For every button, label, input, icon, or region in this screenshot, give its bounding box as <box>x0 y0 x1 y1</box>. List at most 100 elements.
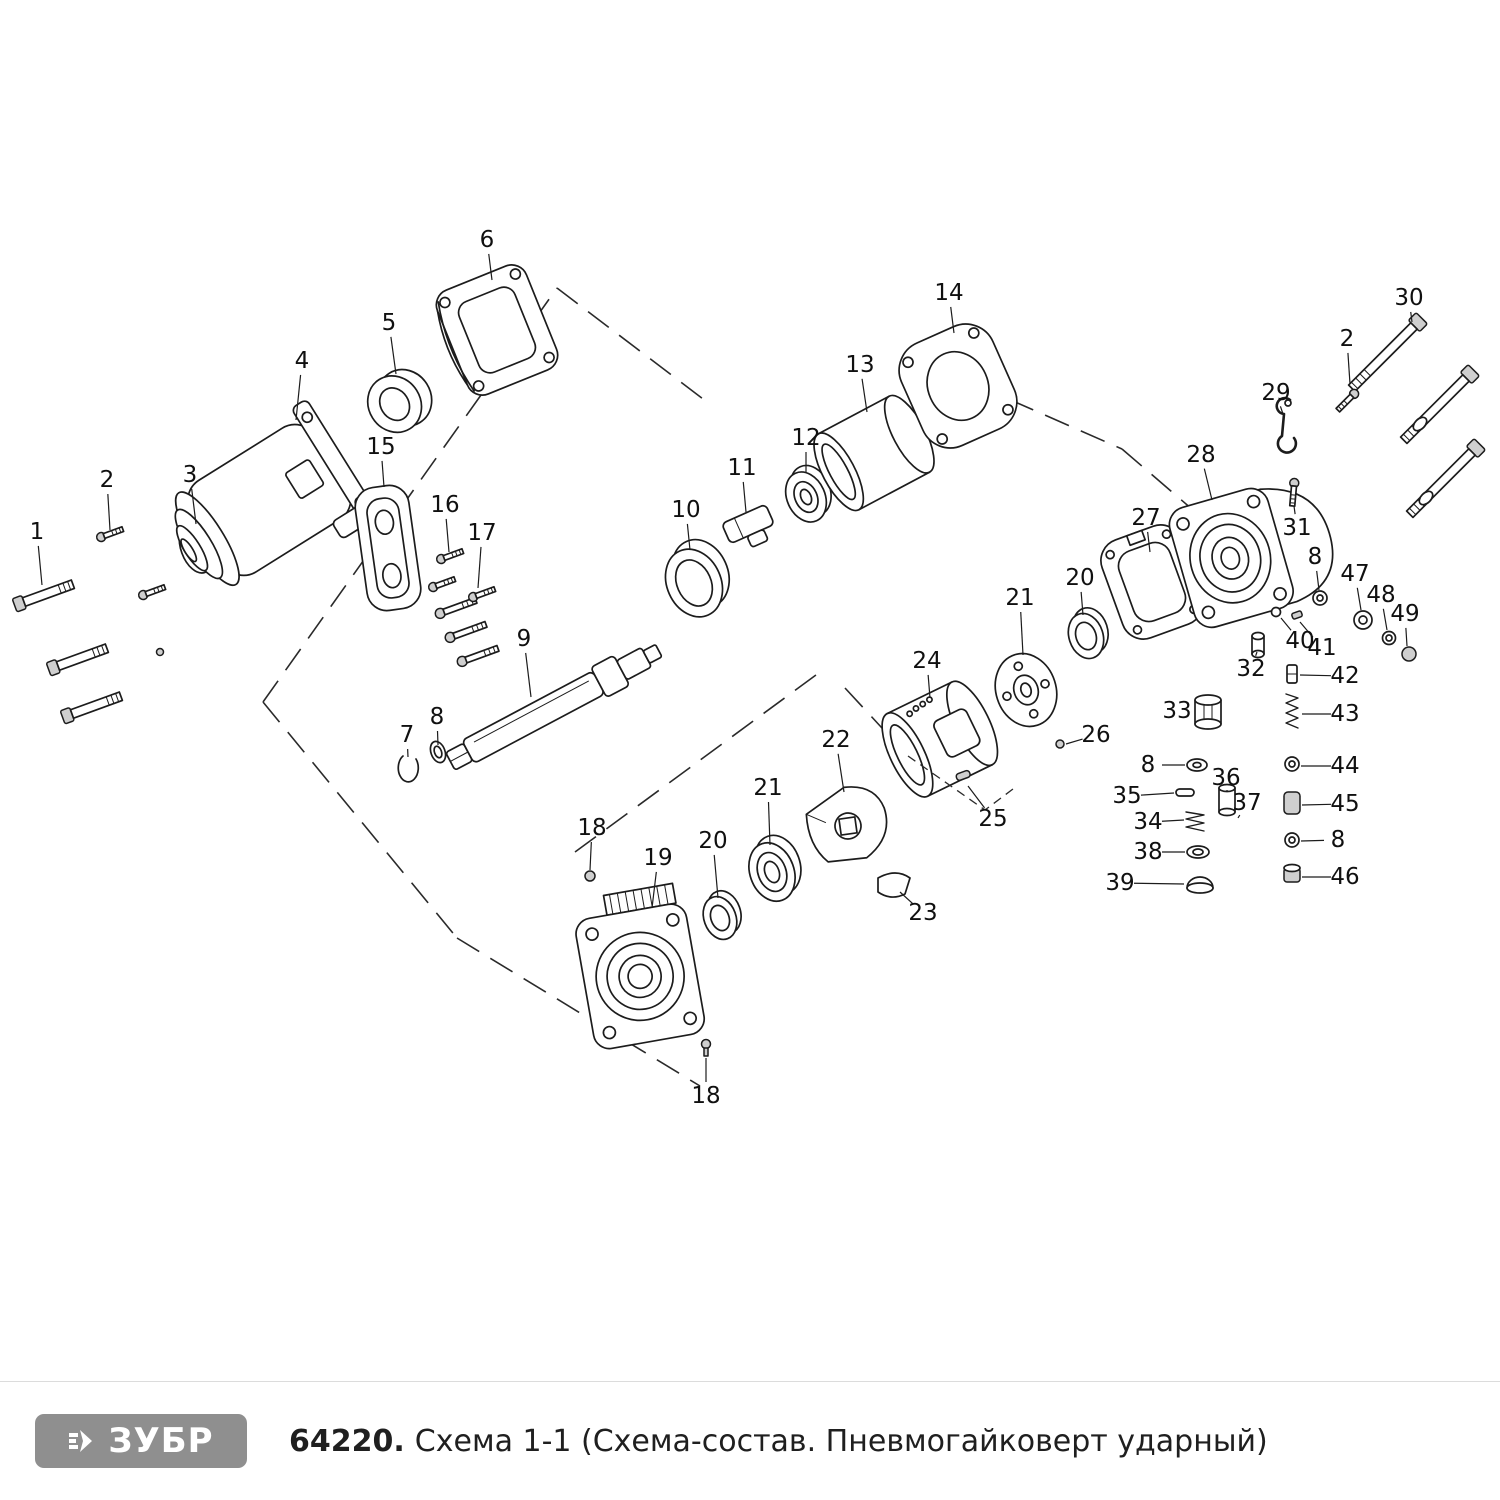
part-34-spring <box>1185 811 1205 832</box>
part-label-41: 41 <box>1307 635 1336 661</box>
part-label-42: 42 <box>1330 663 1359 689</box>
part-42-pin <box>1286 664 1298 684</box>
part-label-8: 8 <box>430 704 445 730</box>
leader-line-4-3 <box>295 374 302 421</box>
part-label-45: 45 <box>1330 791 1359 817</box>
part-label-18: 18 <box>691 1083 720 1109</box>
part-10-ring-gear <box>664 538 731 618</box>
leader-line-2-1 <box>107 493 111 531</box>
leader-line-48-36 <box>1382 608 1388 631</box>
part-label-34: 34 <box>1133 809 1162 835</box>
leader-line-16-6 <box>445 518 450 553</box>
leader-line-10-12 <box>686 523 691 551</box>
leader-line-42-41 <box>1299 674 1332 677</box>
leader-line-21-23 <box>1020 611 1024 656</box>
part-label-20: 20 <box>1065 565 1094 591</box>
leader-line-28-29 <box>1203 468 1213 501</box>
part-46-plug <box>1283 863 1301 883</box>
part-label-28: 28 <box>1186 442 1215 468</box>
leader-line-8-11 <box>436 730 439 746</box>
part-label-1: 1 <box>30 519 45 545</box>
part-label-29: 29 <box>1261 380 1290 406</box>
part-label-25: 25 <box>978 806 1007 832</box>
leader-line-14-16 <box>950 306 955 334</box>
part-label-39: 39 <box>1105 870 1134 896</box>
part-label-46: 46 <box>1330 864 1359 890</box>
diagram-caption: 64220.Схема 1-1 (Схема-состав. Пневмогай… <box>289 1424 1268 1459</box>
part-label-31: 31 <box>1282 515 1311 541</box>
part-5-bearing <box>366 368 433 434</box>
part-2-screw-right <box>1333 386 1362 415</box>
part-label-12: 12 <box>791 425 820 451</box>
part-28-front-housing <box>1168 487 1334 629</box>
leader-line-27-28 <box>1147 531 1151 553</box>
part-label-8: 8 <box>1308 544 1323 570</box>
part-18-pin-b <box>700 1038 712 1057</box>
leader-line-22-21 <box>837 753 845 793</box>
part-label-32: 32 <box>1236 656 1265 682</box>
diagram-code: 64220. <box>289 1423 405 1459</box>
part-label-14: 14 <box>934 280 963 306</box>
part-36-sleeve <box>1218 783 1236 817</box>
part-label-16: 16 <box>430 492 459 518</box>
leader-line-39-53 <box>1133 882 1185 885</box>
part-label-47: 47 <box>1340 561 1369 587</box>
part-label-10: 10 <box>671 497 700 523</box>
exploded-diagram: 1234561617159781011121314181920212224212… <box>11 227 1487 1109</box>
part-label-40: 40 <box>1285 628 1314 654</box>
leader-line-37-49 <box>1237 814 1241 819</box>
part-43-spring <box>1285 693 1299 729</box>
part-8-washer-c <box>1186 758 1208 772</box>
part-24-hammer-cage <box>881 680 999 798</box>
leader-line-5-4 <box>390 336 397 375</box>
part-1-bolts <box>11 576 125 725</box>
part-7-circlip <box>397 755 420 783</box>
zubr-logo: ЗУБР <box>35 1414 247 1468</box>
part-label-2: 2 <box>1340 326 1355 352</box>
part-label-2: 2 <box>100 467 115 493</box>
part-label-23: 23 <box>908 900 937 926</box>
part-44-washer <box>1284 756 1300 772</box>
part-label-17: 17 <box>467 520 496 546</box>
part-35-pin <box>1175 788 1195 797</box>
dashed-guide-lines <box>262 287 1201 1087</box>
leader-line-26-27 <box>1065 738 1083 745</box>
part-16-17-screws <box>426 546 501 669</box>
leader-line-20-19 <box>713 854 719 899</box>
leader-line-19-18 <box>651 871 657 909</box>
leader-line-2-31 <box>1347 352 1351 385</box>
leader-line-11-13 <box>742 481 747 513</box>
leader-line-18-17 <box>589 841 592 871</box>
leader-line-9-9 <box>525 652 532 698</box>
part-23-wedge <box>877 872 911 898</box>
part-14-gasket-plate <box>898 323 1018 449</box>
leader-line-21-20 <box>767 801 771 846</box>
part-label-21: 21 <box>1005 585 1034 611</box>
leader-line-34-48 <box>1161 819 1185 822</box>
part-33-coupler <box>1194 694 1222 730</box>
part-label-8: 8 <box>1141 752 1156 778</box>
part-8-washer-b <box>1312 590 1328 606</box>
part-label-38: 38 <box>1133 839 1162 865</box>
part-20-bearing-b <box>1067 606 1109 660</box>
part-40-41-fasteners <box>1270 606 1303 620</box>
part-26-pin <box>1055 739 1065 749</box>
part-label-19: 19 <box>643 845 672 871</box>
part-label-18: 18 <box>577 815 606 841</box>
part-2-screws <box>94 524 168 657</box>
leader-line-13-15 <box>861 378 868 413</box>
part-label-8: 8 <box>1331 827 1346 853</box>
leader-line-23-25 <box>899 891 914 905</box>
leader-line-8-34 <box>1316 570 1320 591</box>
part-39-valve-cap <box>1186 876 1214 894</box>
part-label-44: 44 <box>1330 753 1359 779</box>
leader-line-24-22 <box>927 674 931 699</box>
part-label-24: 24 <box>912 648 941 674</box>
part-label-37: 37 <box>1232 790 1261 816</box>
part-47-bushing <box>1353 610 1373 630</box>
part-label-3: 3 <box>183 462 198 488</box>
leader-line-47-35 <box>1356 587 1362 611</box>
part-label-22: 22 <box>821 727 850 753</box>
leader-line-25-26 <box>967 785 986 809</box>
